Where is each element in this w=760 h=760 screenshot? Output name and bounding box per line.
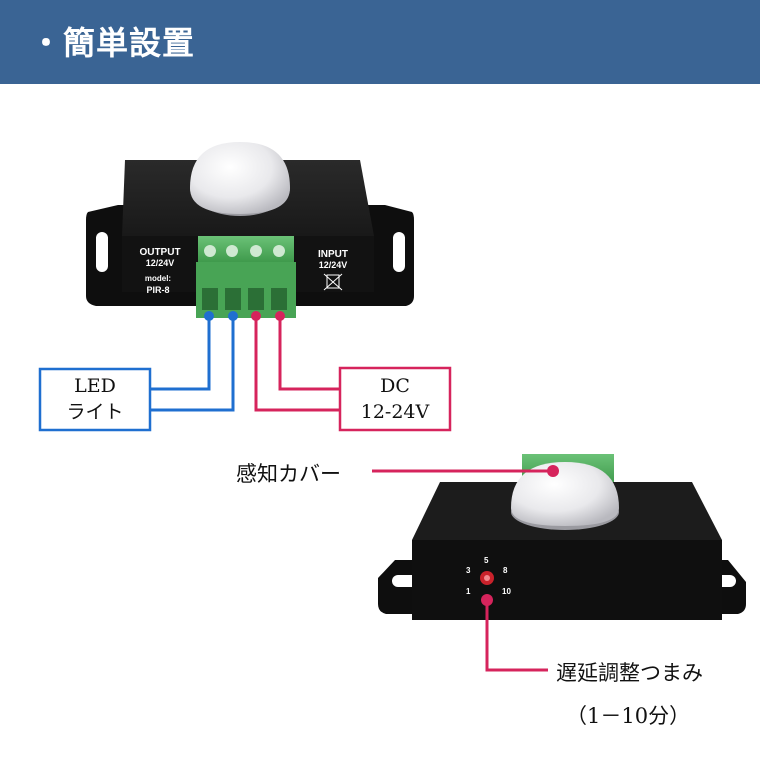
mount-hole-left: [96, 232, 108, 272]
sensor-cover-leader: [372, 465, 559, 477]
sensor-cover-label: 感知カバー: [236, 462, 341, 486]
input-voltage: 12/24V: [319, 260, 348, 270]
delay-knob-label: 遅延調整つまみ: [556, 661, 703, 685]
terminal-block: [196, 236, 296, 318]
led-label-line1: LED: [74, 375, 116, 397]
delay-range-label: （1－10分）: [566, 704, 691, 728]
sensor-dome-bottom: [511, 462, 619, 526]
device-top: OUTPUT 12/24V model: PIR-8 INPUT 12/24V: [86, 142, 414, 318]
dial-tick-1: 1: [466, 587, 471, 596]
input-label: INPUT: [318, 249, 348, 260]
dial-tick-10: 10: [502, 587, 511, 596]
dc-power-label: DC 12-24V: [340, 373, 450, 425]
mount-hole-right: [393, 232, 405, 272]
dial-tick-5: 5: [484, 556, 489, 565]
dc-label-line1: DC: [380, 375, 410, 397]
delay-knob-leader: [481, 594, 548, 672]
led-light-label: LED ライト: [40, 373, 150, 425]
dc-label-box: [338, 366, 452, 432]
weee-bin-icon: [323, 273, 343, 291]
sensor-dome: [190, 142, 290, 214]
led-wires: [150, 311, 238, 412]
device-bottom-front: [412, 540, 722, 620]
dial-tick-8: 8: [503, 566, 508, 575]
model-value: PIR-8: [146, 285, 169, 295]
output-label: OUTPUT: [139, 247, 180, 258]
dc-wires: [251, 311, 340, 412]
dc-label-line2: 12-24V: [360, 401, 430, 423]
header-bar: ・簡単設置: [0, 0, 760, 84]
output-voltage: 12/24V: [146, 258, 175, 268]
model-label: model:: [145, 274, 171, 283]
device-bottom: 1 3 5 8 10: [378, 454, 746, 620]
led-label-box: [38, 367, 152, 432]
dial-tick-3: 3: [466, 566, 471, 575]
delay-knob-center: [484, 575, 490, 581]
led-label-line2: ライト: [66, 401, 124, 423]
page-title: ・簡単設置: [30, 24, 196, 62]
